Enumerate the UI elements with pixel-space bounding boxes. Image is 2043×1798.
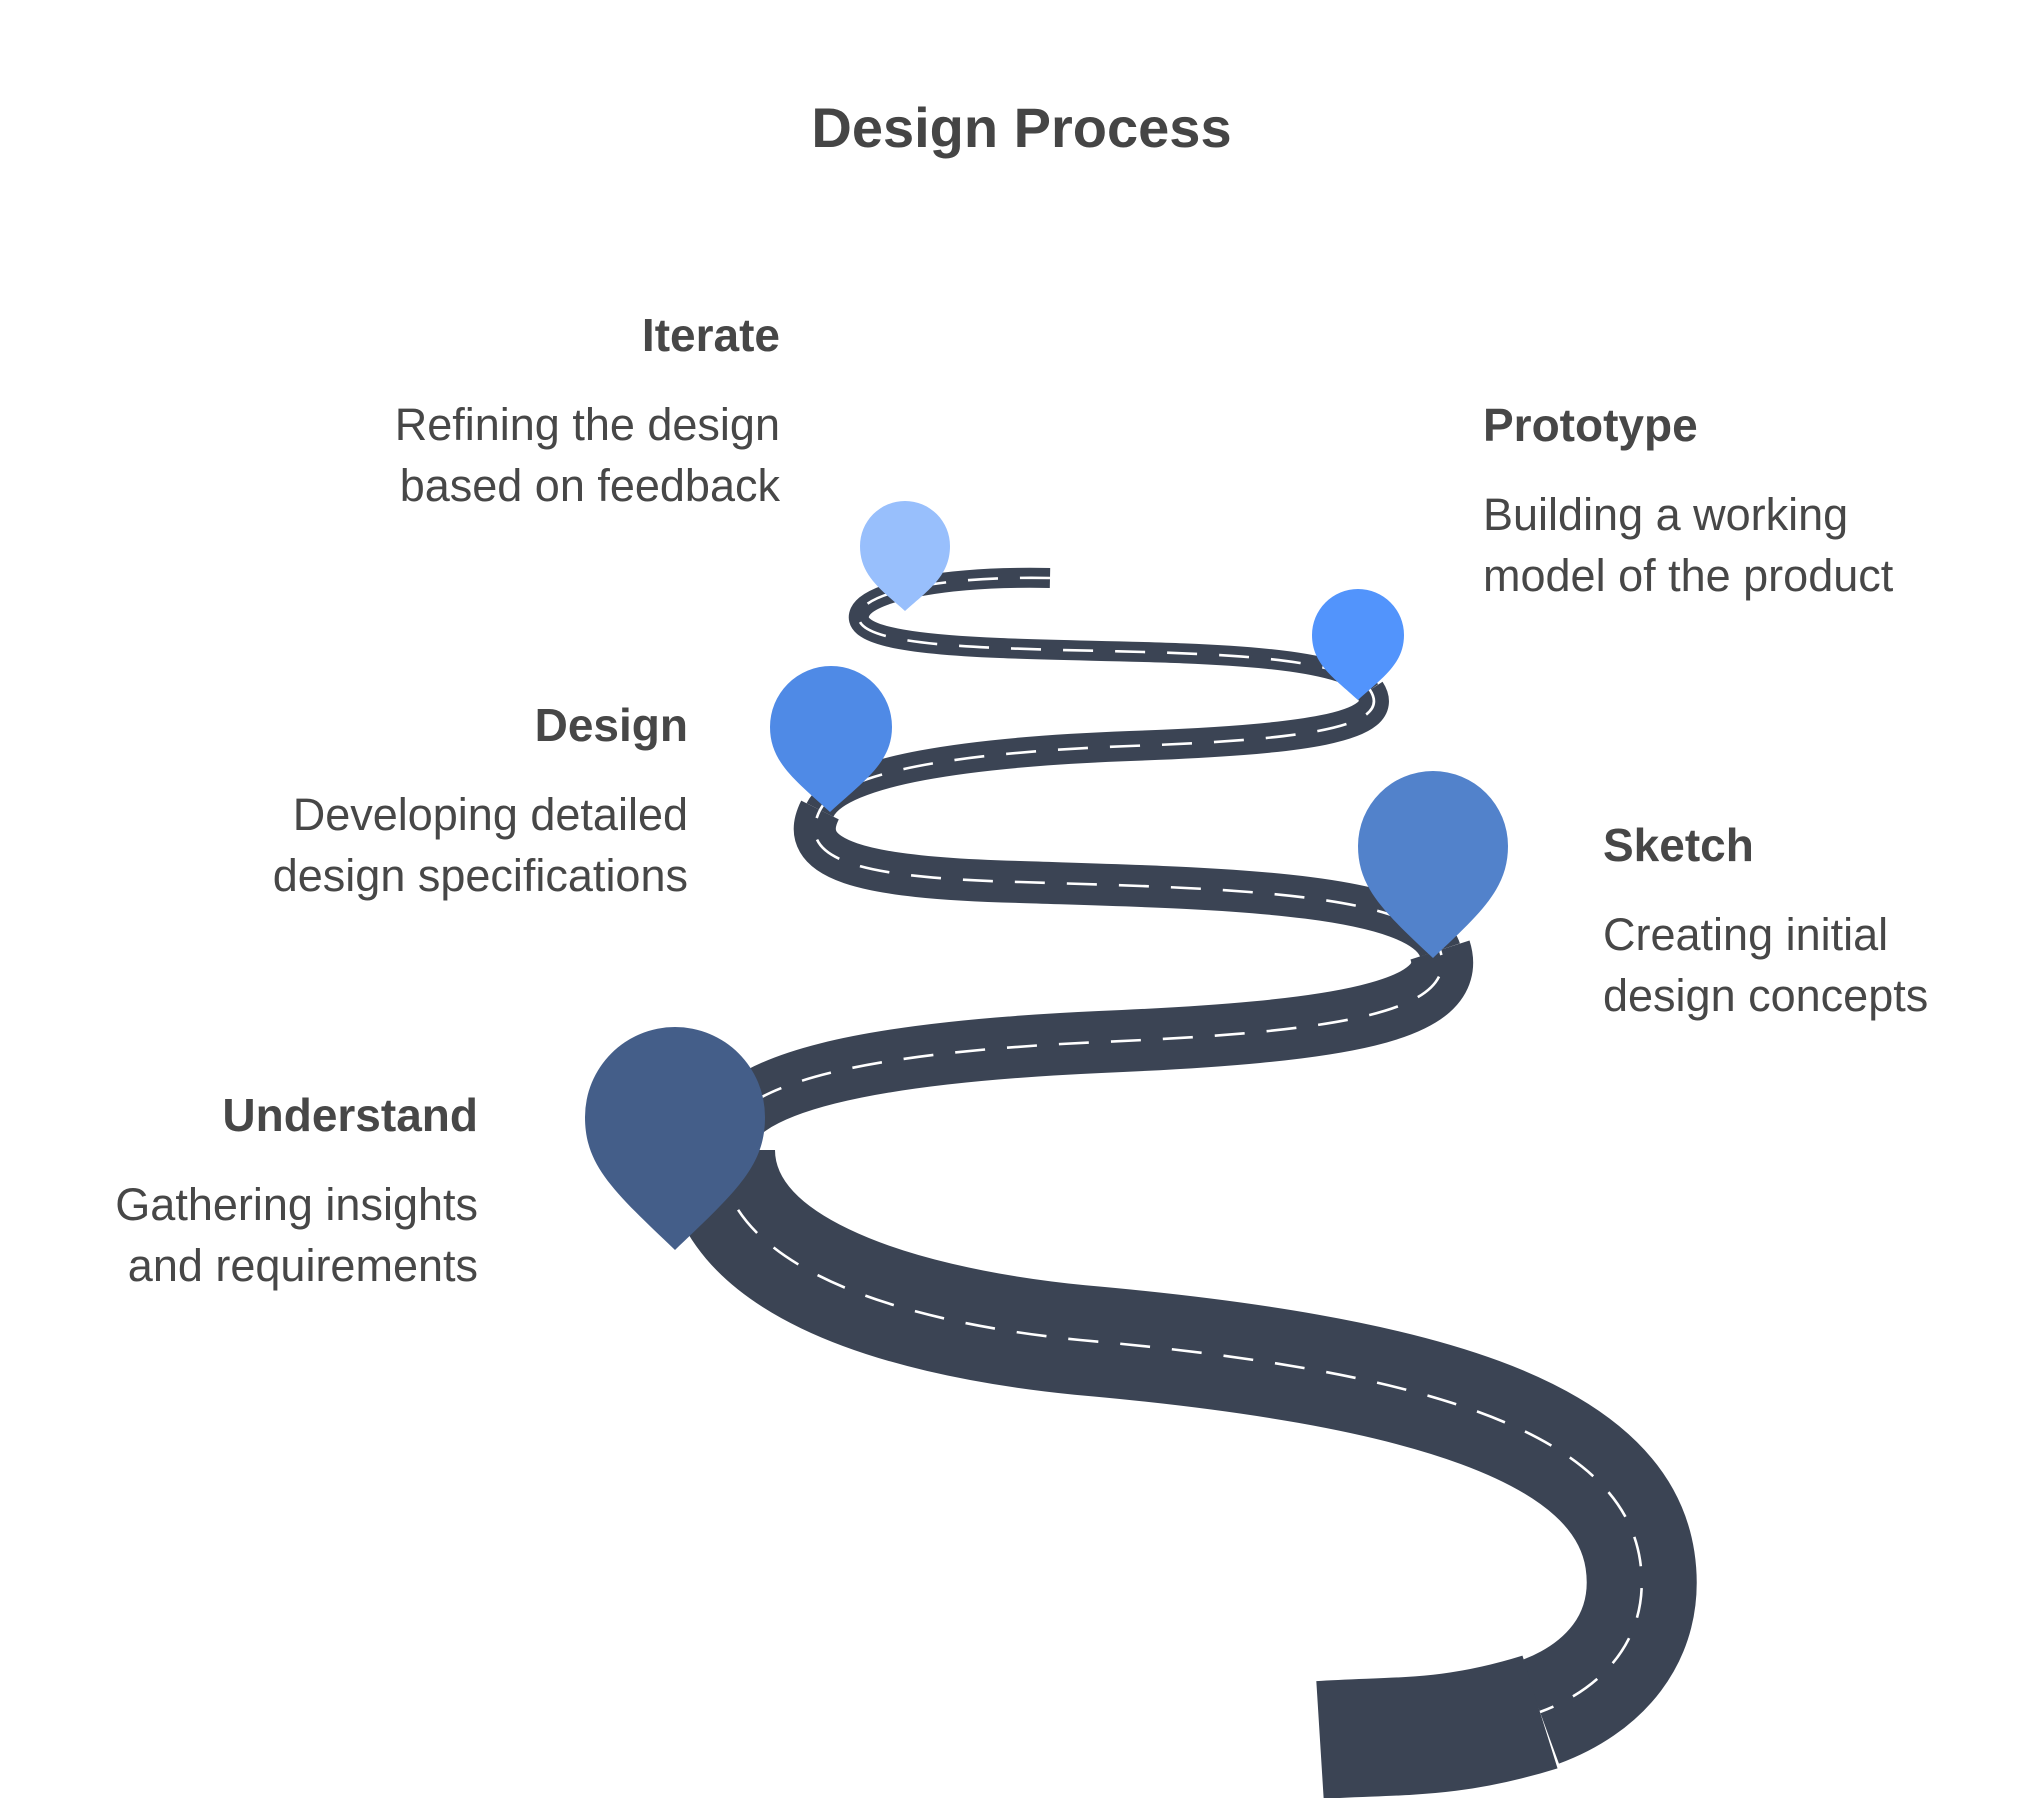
sketch-title: Sketch <box>1603 819 1754 871</box>
design-description-line: Developing detailed <box>292 789 688 841</box>
sketch-pin-icon <box>1358 771 1508 958</box>
prototype-description-line: model of the product <box>1483 549 1894 601</box>
iterate-label-group: Iterate Refining the design based on fee… <box>260 308 780 517</box>
design-pin-icon <box>769 665 892 812</box>
iterate-description-line: Refining the design <box>394 399 780 451</box>
prototype-pin-icon <box>1312 589 1404 700</box>
prototype-title: Prototype <box>1483 399 1698 451</box>
design-description: Developing detailed design specification… <box>128 785 688 907</box>
road-center-line <box>718 576 1643 1714</box>
design-title: Design <box>534 699 688 751</box>
understand-description: Gathering insights and requirements <box>38 1175 478 1297</box>
understand-description-line: and requirements <box>127 1239 478 1291</box>
sketch-description: Creating initial design concepts <box>1603 905 2023 1027</box>
understand-title: Understand <box>222 1089 478 1141</box>
prototype-description: Building a working model of the product <box>1483 485 2023 607</box>
understand-label-group: Understand Gathering insights and requir… <box>38 1088 478 1297</box>
understand-description-line: Gathering insights <box>115 1179 478 1231</box>
iterate-description-line: based on feedback <box>399 459 780 511</box>
design-description-line: design specifications <box>272 849 688 901</box>
sketch-description-line: Creating initial <box>1603 909 1889 961</box>
iterate-pin-icon <box>860 501 950 611</box>
iterate-description: Refining the design based on feedback <box>260 395 780 517</box>
understand-pin-icon <box>585 1027 765 1250</box>
design-label-group: Design Developing detailed design specif… <box>128 698 688 907</box>
prototype-description-line: Building a working <box>1483 489 1849 541</box>
prototype-label-group: Prototype Building a working model of th… <box>1483 398 2023 607</box>
sketch-description-line: design concepts <box>1603 969 1929 1021</box>
page-title: Design Process <box>811 96 1232 159</box>
iterate-title: Iterate <box>641 309 780 361</box>
sketch-label-group: Sketch Creating initial design concepts <box>1603 818 2023 1027</box>
